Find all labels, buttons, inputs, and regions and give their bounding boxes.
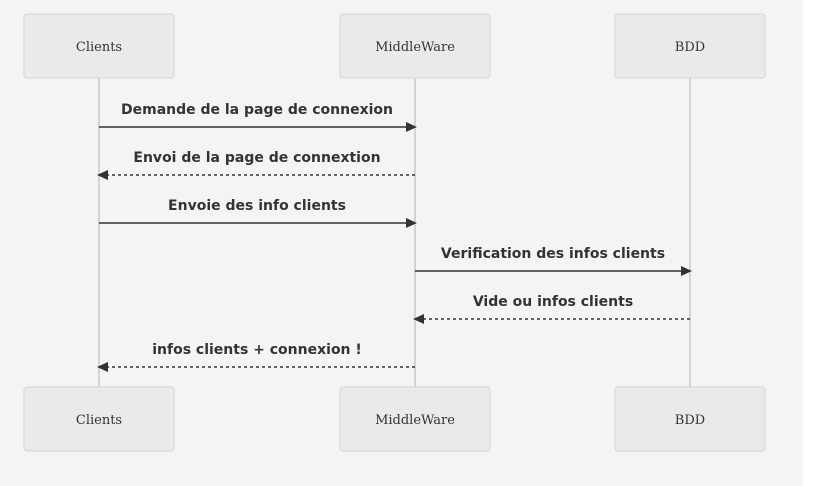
actor-bottom-bdd: BDD xyxy=(614,386,766,452)
arrowhead-left xyxy=(97,170,108,180)
actor-top-middleware: MiddleWare xyxy=(339,13,491,79)
actor-label: MiddleWare xyxy=(375,413,455,428)
actor-bottom-clients: Clients xyxy=(23,386,175,452)
actor-label: BDD xyxy=(675,413,705,428)
actor-label: MiddleWare xyxy=(375,40,455,55)
message-label: Envoi de la page de connextion xyxy=(133,150,380,166)
actor-label: Clients xyxy=(76,40,122,55)
arrowhead-right xyxy=(406,122,417,132)
actor-label: Clients xyxy=(76,413,122,428)
message-label: Vide ou infos clients xyxy=(473,294,633,310)
message-label: Envoie des info clients xyxy=(168,198,346,214)
message-1: Demande de la page de connexion xyxy=(99,102,417,132)
message-label: infos clients + connexion ! xyxy=(152,342,362,358)
arrowhead-right xyxy=(681,266,692,276)
arrowhead-left xyxy=(97,362,108,372)
message-label: Demande de la page de connexion xyxy=(121,102,393,118)
message-2: Envoi de la page de connextion xyxy=(97,150,415,180)
actor-label: BDD xyxy=(675,40,705,55)
message-5: Vide ou infos clients xyxy=(413,294,690,324)
message-label: Verification des infos clients xyxy=(441,246,665,262)
sequence-diagram: Clients MiddleWare BDD Clients MiddleWar… xyxy=(23,13,766,452)
diagram-canvas: Clients MiddleWare BDD Clients MiddleWar… xyxy=(0,0,803,486)
message-3: Envoie des info clients xyxy=(99,198,417,228)
message-4: Verification des infos clients xyxy=(415,246,692,276)
arrowhead-left xyxy=(413,314,424,324)
actor-top-clients: Clients xyxy=(23,13,175,79)
actor-bottom-middleware: MiddleWare xyxy=(339,386,491,452)
actor-top-bdd: BDD xyxy=(614,13,766,79)
arrowhead-right xyxy=(406,218,417,228)
message-6: infos clients + connexion ! xyxy=(97,342,415,372)
